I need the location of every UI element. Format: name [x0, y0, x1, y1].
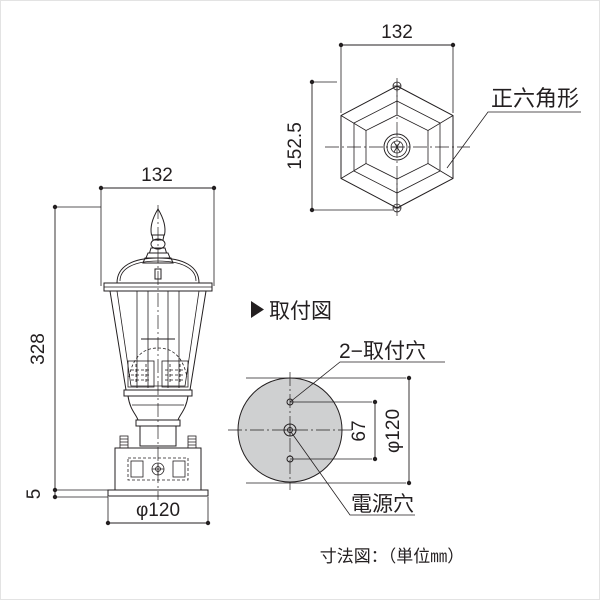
- power-hole-note-text: 電源穴: [351, 493, 414, 516]
- dim-hole-pitch: 67: [349, 399, 378, 462]
- mounting-holes-note-text: 2−取付穴: [339, 340, 426, 363]
- elevation-view: 132 328 5 φ120: [24, 165, 217, 526]
- dim-hex-height: 152.5: [285, 79, 393, 213]
- dim-hole-pitch-value: 67: [349, 420, 370, 441]
- dim-base-diameter: φ120: [105, 497, 211, 526]
- hexagon-note-text: 正六角形: [491, 86, 579, 111]
- dim-elevation-height-value: 328: [28, 333, 49, 365]
- mounting-holes-note-leader: 2−取付穴: [289, 340, 445, 403]
- roof-vent-block: [154, 268, 162, 280]
- dim-elevation-width: 132: [98, 165, 217, 286]
- section-heading-text: 取付図: [269, 300, 332, 323]
- dim-hex-height-value: 152.5: [285, 122, 306, 170]
- drawing-caption: 寸法図：（単位㎜）: [320, 547, 465, 566]
- base-flange: [107, 489, 209, 497]
- lamp-roof-dome: [116, 257, 200, 284]
- lamp-roof-inner-line: [119, 260, 197, 282]
- dim-plate-diameter-value: φ120: [383, 409, 404, 453]
- post-column: [139, 425, 177, 447]
- dim-plate-diameter: φ120: [383, 375, 412, 486]
- dim-hex-width-value: 132: [381, 22, 413, 43]
- plate-extension-lines: [246, 377, 406, 484]
- dim-base-diameter-value: φ120: [136, 500, 180, 521]
- section-triangle-icon: [251, 301, 264, 318]
- dim-elevation-width-value: 132: [141, 165, 173, 186]
- base-wiring-detail: [127, 457, 189, 481]
- hexagon-corner-rays: [340, 86, 454, 208]
- lamp-reflector-arc: [128, 347, 188, 378]
- dim-base-thickness: 5: [24, 489, 108, 500]
- hex-finial-mid-circle: [386, 136, 408, 158]
- power-hole-note-leader: 電源穴: [290, 431, 415, 516]
- power-hole: [283, 423, 297, 437]
- dim-hex-width: 132: [338, 22, 456, 113]
- lantern-louvers: [127, 360, 189, 388]
- lantern-body-inner: [116, 290, 200, 387]
- mounting-plate-view: 67 φ120 2−取付穴 電源穴: [228, 340, 445, 516]
- top-view-hexagon: 132 152.5 正六角形: [285, 22, 581, 216]
- hex-finial-outer-circle: [383, 133, 411, 161]
- mounting-section-heading: 取付図: [251, 300, 332, 323]
- dim-base-thickness-value: 5: [24, 489, 45, 500]
- hex-finial-spokes: [391, 141, 403, 153]
- hexagon-note-leader: 正六角形: [446, 86, 581, 169]
- hex-vertex-marks: [392, 81, 402, 213]
- finial-ball: [150, 238, 166, 250]
- dim-elevation-height: 328: [28, 204, 112, 493]
